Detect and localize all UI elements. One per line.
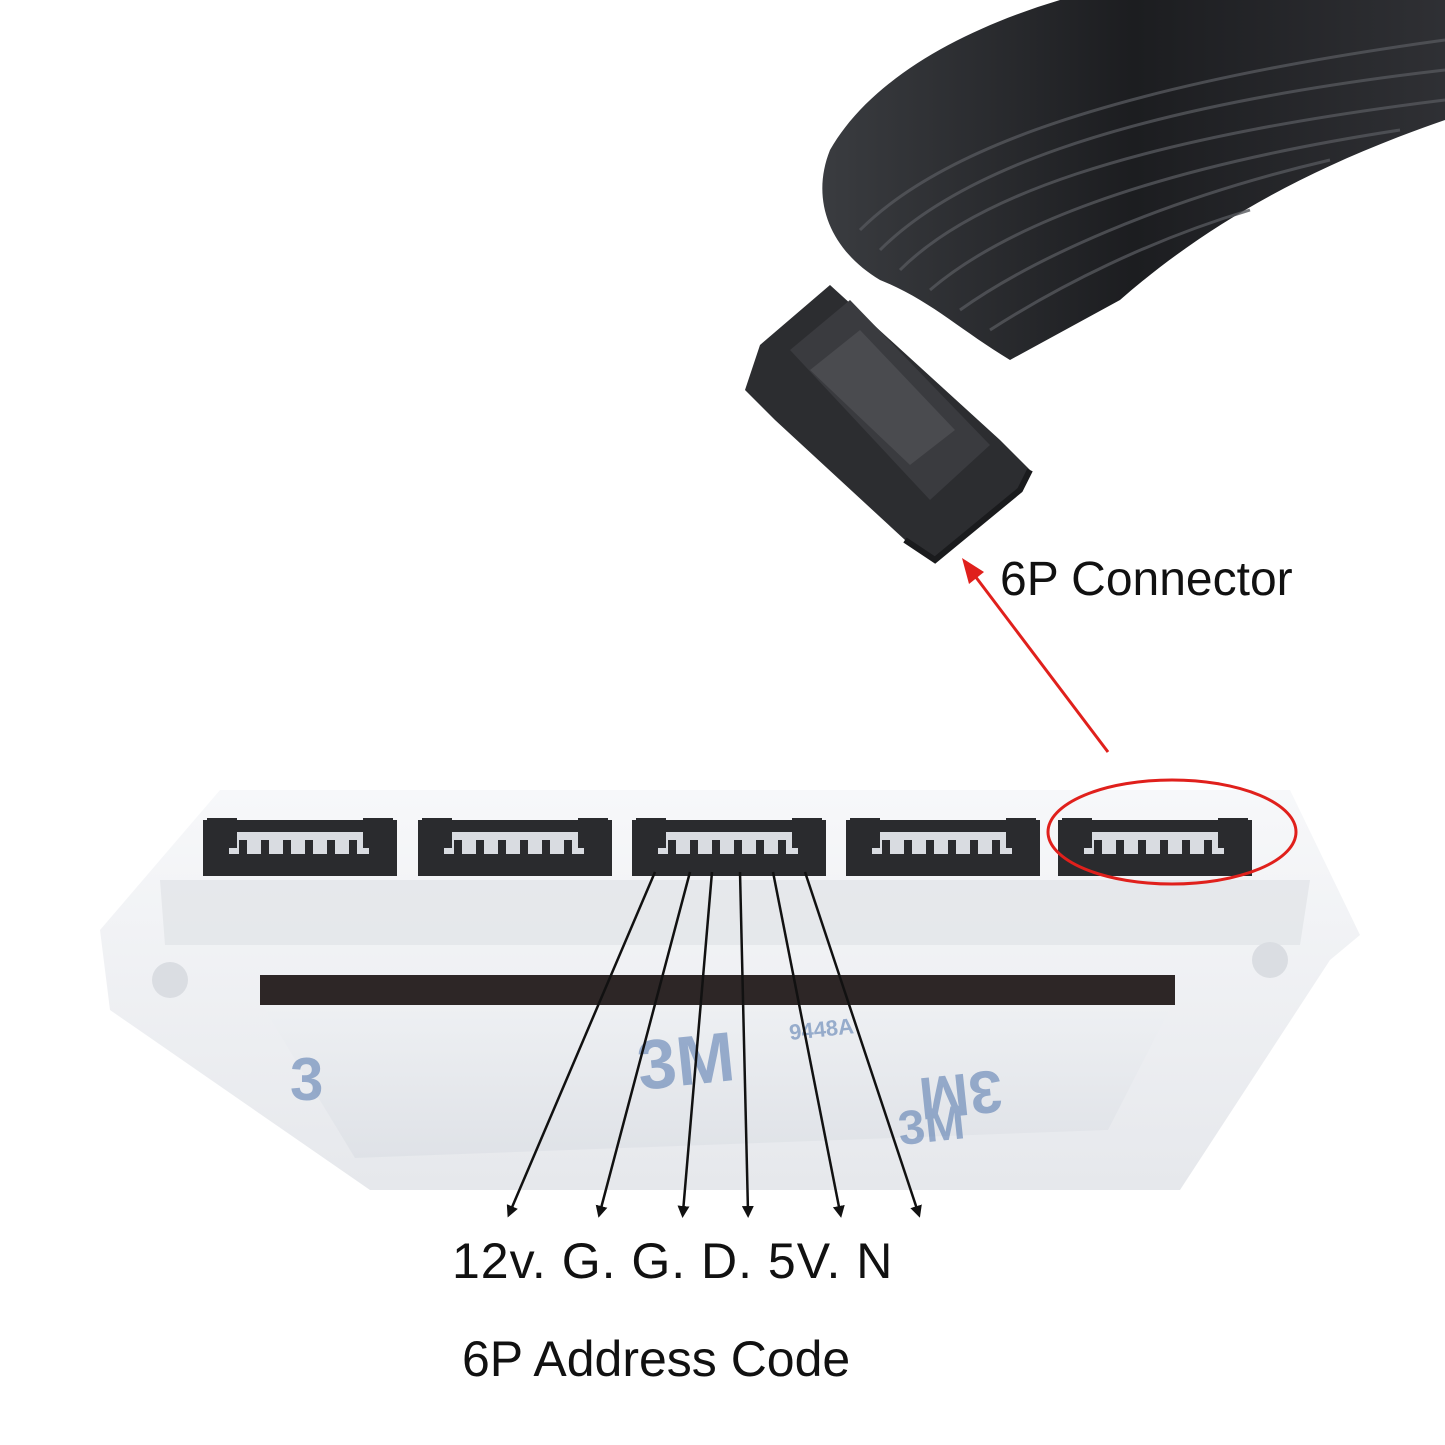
svg-text:3M: 3M xyxy=(916,1057,1006,1132)
connector-label: 6P Connector xyxy=(1000,553,1293,606)
address-code-label: 6P Address Code xyxy=(462,1331,851,1387)
svg-text:3M: 3M xyxy=(633,1017,738,1105)
svg-text:3: 3 xyxy=(290,1046,323,1113)
pin-callout-line xyxy=(677,871,714,1218)
cable-bundle xyxy=(822,0,1445,360)
header-port xyxy=(418,818,612,876)
pin-labels: 12v. G. G. D. 5V. N xyxy=(452,1233,894,1289)
controller-board xyxy=(100,790,1360,1190)
pin-callout-line xyxy=(595,871,692,1218)
header-port xyxy=(1058,818,1252,876)
svg-text:3M: 3M xyxy=(896,1096,968,1156)
pin-callout-line xyxy=(738,871,754,1218)
six-pin-connector xyxy=(745,285,1033,564)
pin-callout-line xyxy=(771,871,845,1218)
header-ports xyxy=(203,818,1252,876)
tape-edge xyxy=(260,975,1175,1005)
pin-callout-line xyxy=(506,871,657,1218)
header-port xyxy=(632,818,826,876)
adhesive-tape xyxy=(262,1005,1172,1158)
pin-callout-lines xyxy=(506,871,922,1218)
header-port xyxy=(203,818,397,876)
header-port xyxy=(846,818,1040,876)
red-arrow xyxy=(962,558,1110,753)
pin-callout-line xyxy=(803,871,922,1218)
highlight-circle xyxy=(1046,778,1298,886)
tape-print: 3M 3M 3M 9448A 3 xyxy=(290,1013,1006,1156)
